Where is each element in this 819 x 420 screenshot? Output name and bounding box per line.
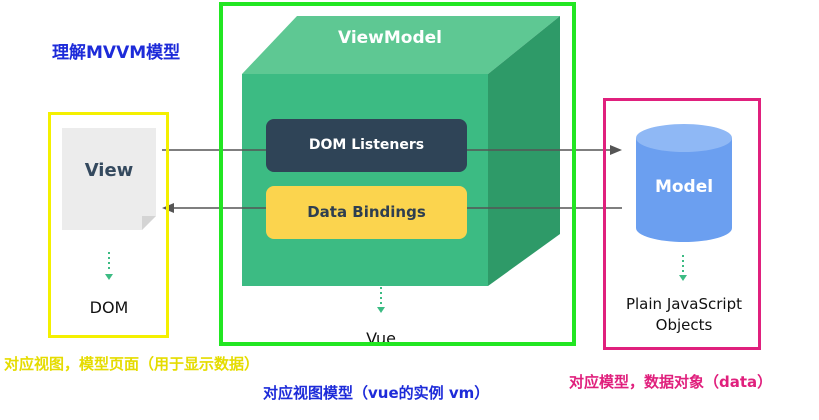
cube-front-face xyxy=(242,74,488,286)
view-document xyxy=(62,128,158,232)
plain-js-line2: Objects xyxy=(655,316,713,334)
arrow-right-head xyxy=(610,145,622,155)
model-label: Model xyxy=(654,177,714,197)
view-label: View xyxy=(84,160,134,181)
cube-top-face xyxy=(242,16,560,74)
plain-js-line1: Plain JavaScript xyxy=(625,295,743,313)
cube-side-face xyxy=(488,16,560,286)
model-highlight-frame xyxy=(603,98,761,350)
viewmodel-title: ViewModel xyxy=(337,28,443,48)
view-highlight-frame xyxy=(48,112,169,338)
viewmodel-highlight-frame xyxy=(219,2,576,346)
viewmodel-annotation: 对应视图模型（vue的实例 vm） xyxy=(263,384,490,402)
dom-listeners-pill: DOM Listeners xyxy=(266,119,467,172)
dom-label: DOM xyxy=(89,298,129,317)
page-title: 理解MVVM模型 xyxy=(52,43,181,63)
data-bindings-pill: Data Bindings xyxy=(266,186,467,239)
plain-js-objects-label: Plain JavaScript Objects xyxy=(609,294,759,336)
model-cylinder xyxy=(632,122,736,250)
view-annotation: 对应视图，模型页面（用于显示数据） xyxy=(4,355,260,373)
viewmodel-cube xyxy=(230,10,570,300)
model-annotation: 对应模型，数据对象（data） xyxy=(569,373,773,391)
